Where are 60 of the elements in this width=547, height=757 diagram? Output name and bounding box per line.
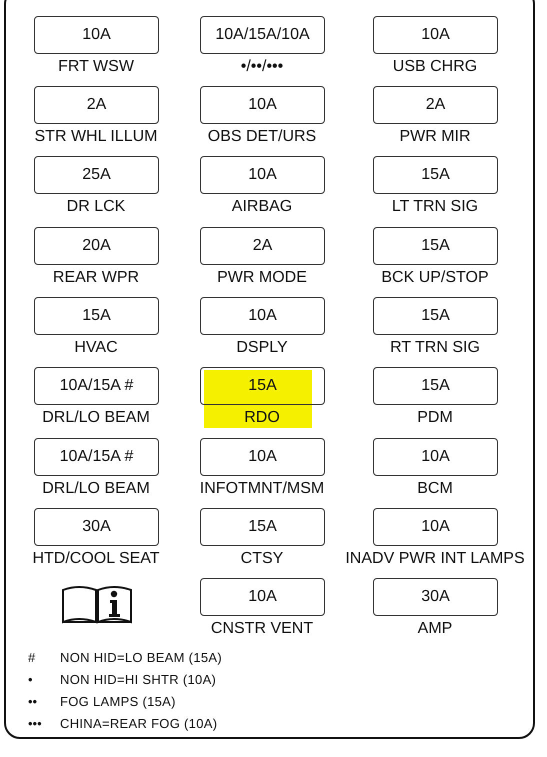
fuse-label: STR WHL ILLUM <box>34 128 158 146</box>
fuse-label: AIRBAG <box>232 198 292 216</box>
fuse-slot: 2A <box>373 86 498 124</box>
fuse-slot: 10A <box>200 156 325 194</box>
fuse-label: BCM <box>417 480 453 498</box>
fuse-slot: 10A <box>34 16 159 54</box>
fuse-label: DRL/LO BEAM <box>42 409 150 427</box>
footnote-symbol: •• <box>28 694 38 709</box>
fuse-label: INADV PWR INT LAMPS <box>345 550 525 568</box>
footnote-text: CHINA=REAR FOG (10A) <box>60 716 218 731</box>
fuse-slot: 2A <box>34 86 159 124</box>
fuse-slot: 10A <box>200 297 325 335</box>
fuse-slot: 15A <box>373 297 498 335</box>
fuse-label: USB CHRG <box>392 58 478 76</box>
fuse-label: HTD/COOL SEAT <box>32 550 160 568</box>
fuse-slot: 30A <box>34 508 159 546</box>
fuse-label: RDO <box>244 409 280 427</box>
footnote-symbol: • <box>28 672 33 687</box>
fuse-slot: 10A <box>200 578 325 616</box>
fuse-slot: 10A <box>373 438 498 476</box>
fuse-slot: 10A/15A # <box>34 438 159 476</box>
fuse-label: INFOTMNT/MSM <box>200 480 324 498</box>
fuse-label: OBS DET/URS <box>208 128 316 146</box>
fuse-slot: 10A <box>200 438 325 476</box>
fuse-slot: 10A/15A # <box>34 367 159 405</box>
fuse-label: BCK UP/STOP <box>381 269 489 287</box>
fuse-slot: 15A <box>200 508 325 546</box>
fuse-label: DRL/LO BEAM <box>42 480 150 498</box>
fuse-slot: 15A <box>373 156 498 194</box>
fuse-slot: 10A <box>373 508 498 546</box>
footnote-text: NON HID=HI SHTR (10A) <box>60 672 216 687</box>
fuse-label: •/••/••• <box>240 58 284 76</box>
fuse-slot: 15A <box>200 367 325 405</box>
fuse-label: CTSY <box>240 550 284 568</box>
fuse-label: RT TRN SIG <box>390 339 480 357</box>
fuse-slot: 30A <box>373 578 498 616</box>
fuse-label: HVAC <box>74 339 118 357</box>
footnote-text: NON HID=LO BEAM (15A) <box>60 650 222 665</box>
footnote-symbol: ••• <box>28 716 42 731</box>
fuse-slot: 25A <box>34 156 159 194</box>
fuse-slot: 15A <box>373 227 498 265</box>
fuse-slot: 10A/15A/10A <box>200 16 325 54</box>
footnote-symbol: # <box>28 650 36 665</box>
fuse-label: LT TRN SIG <box>392 198 478 216</box>
fuse-label: FRT WSW <box>58 58 134 76</box>
fuse-slot: 10A <box>200 86 325 124</box>
fuse-label: DR LCK <box>66 198 126 216</box>
fuse-label: REAR WPR <box>52 269 140 287</box>
fuse-slot: 2A <box>200 227 325 265</box>
fuse-label: PDM <box>417 409 453 427</box>
fuse-label: CNSTR VENT <box>210 620 314 638</box>
fuse-label: PWR MODE <box>217 269 307 287</box>
fuse-slot: 15A <box>34 297 159 335</box>
fuse-slot: 15A <box>373 367 498 405</box>
fuse-label: PWR MIR <box>399 128 471 146</box>
footnote-text: FOG LAMPS (15A) <box>60 694 176 709</box>
fuse-label: DSPLY <box>236 339 288 357</box>
fuse-label: AMP <box>418 620 452 638</box>
fuse-slot: 20A <box>34 227 159 265</box>
fuse-slot: 10A <box>373 16 498 54</box>
